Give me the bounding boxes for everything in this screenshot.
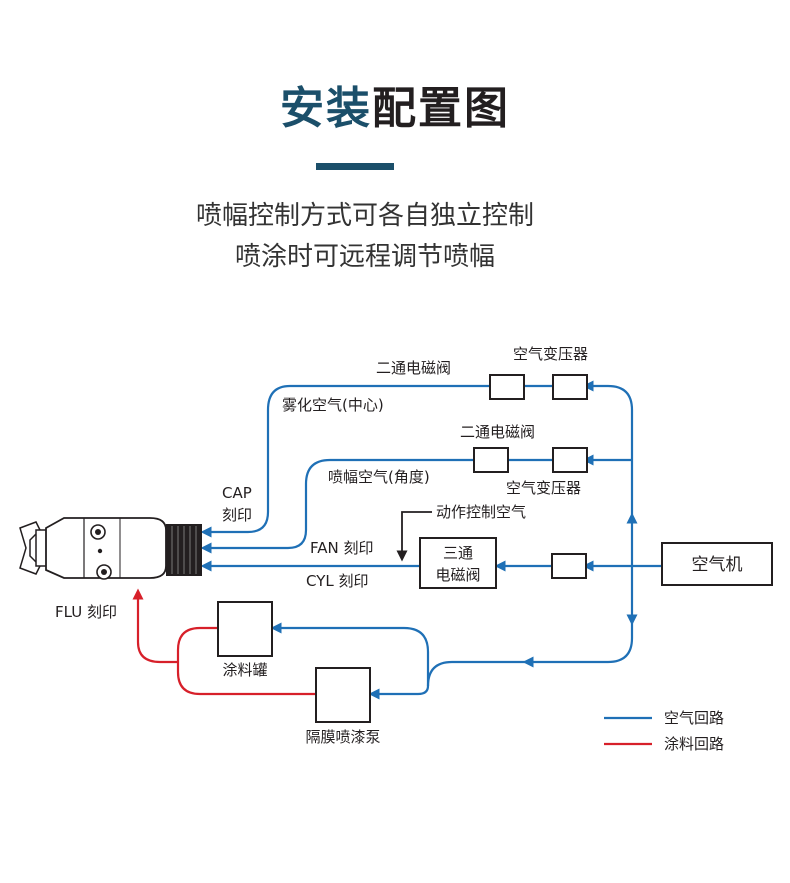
label-solenoid-valve-top: 二通电磁阀 bbox=[376, 359, 451, 377]
label-air-regulator-top: 空气变压器 bbox=[513, 345, 588, 363]
page-title: 安装配置图 bbox=[0, 72, 790, 136]
subtitle-line-2: 喷涂时可远程调节喷幅 bbox=[234, 242, 495, 272]
label-cap-port-1: CAP bbox=[222, 484, 252, 502]
label-paint-tank: 涂料罐 bbox=[222, 661, 267, 679]
legend-air-label: 空气回路 bbox=[664, 709, 724, 727]
legend: 空气回路 涂料回路 bbox=[604, 709, 724, 753]
pump-box bbox=[315, 667, 371, 723]
air-circuit bbox=[200, 380, 662, 700]
title-rest: 配置图 bbox=[372, 83, 510, 134]
subtitle-line-1: 喷幅控制方式可各自独立控制 bbox=[195, 201, 534, 231]
air-regulator-top-box bbox=[552, 374, 588, 400]
air-line-pump bbox=[368, 685, 430, 700]
solenoid-valve-mid-box bbox=[473, 447, 509, 473]
label-solenoid-valve-mid: 二通电磁阀 bbox=[460, 423, 535, 441]
paint-tank-box bbox=[217, 601, 273, 657]
label-fan-port: FAN 刻印 bbox=[310, 539, 374, 557]
nozzle-cap-icon bbox=[19, 521, 41, 575]
label-flu-port: FLU 刻印 bbox=[55, 603, 117, 621]
label-cap-port-2: 刻印 bbox=[222, 506, 252, 524]
air-return-line bbox=[426, 660, 530, 687]
air-trunk-top bbox=[582, 380, 634, 520]
legend-paint-label: 涂料回路 bbox=[664, 735, 724, 753]
paint-line-flu bbox=[132, 588, 178, 664]
label-fan-air: 喷幅空气(角度) bbox=[328, 468, 430, 486]
solenoid-valve-top-box bbox=[489, 374, 525, 400]
action-air-arrow bbox=[396, 511, 432, 562]
label-atomize-air: 雾化空气(中心) bbox=[282, 396, 384, 414]
label-action-air: 动作控制空气 bbox=[436, 503, 526, 521]
air-trunk-bottom bbox=[522, 618, 634, 668]
spray-gun bbox=[19, 517, 202, 580]
three-way-inlet-box bbox=[551, 553, 587, 579]
air-regulator-mid-box bbox=[552, 447, 588, 473]
label-cyl-port: CYL 刻印 bbox=[306, 572, 369, 590]
label-three-way-2: 电磁阀 bbox=[435, 566, 480, 584]
connector-knurl bbox=[171, 526, 197, 574]
compressor-box bbox=[661, 542, 773, 586]
gun-hole bbox=[97, 548, 103, 554]
gun-bolt-top-core bbox=[95, 529, 101, 535]
label-compressor: 空气机 bbox=[692, 555, 743, 575]
air-line-fan bbox=[200, 458, 474, 554]
title-accent: 安装 bbox=[280, 83, 372, 134]
air-line-tank bbox=[270, 622, 430, 686]
paint-circuit bbox=[132, 588, 316, 696]
label-three-way-1: 三通 bbox=[443, 544, 473, 562]
three-way-valve-box bbox=[419, 537, 497, 589]
air-line-cap bbox=[200, 384, 490, 538]
gun-bolt-bottom-core bbox=[101, 569, 107, 575]
label-pump: 隔膜喷漆泵 bbox=[305, 728, 380, 746]
title-underline bbox=[316, 163, 394, 170]
label-air-regulator-mid: 空气变压器 bbox=[506, 479, 581, 497]
